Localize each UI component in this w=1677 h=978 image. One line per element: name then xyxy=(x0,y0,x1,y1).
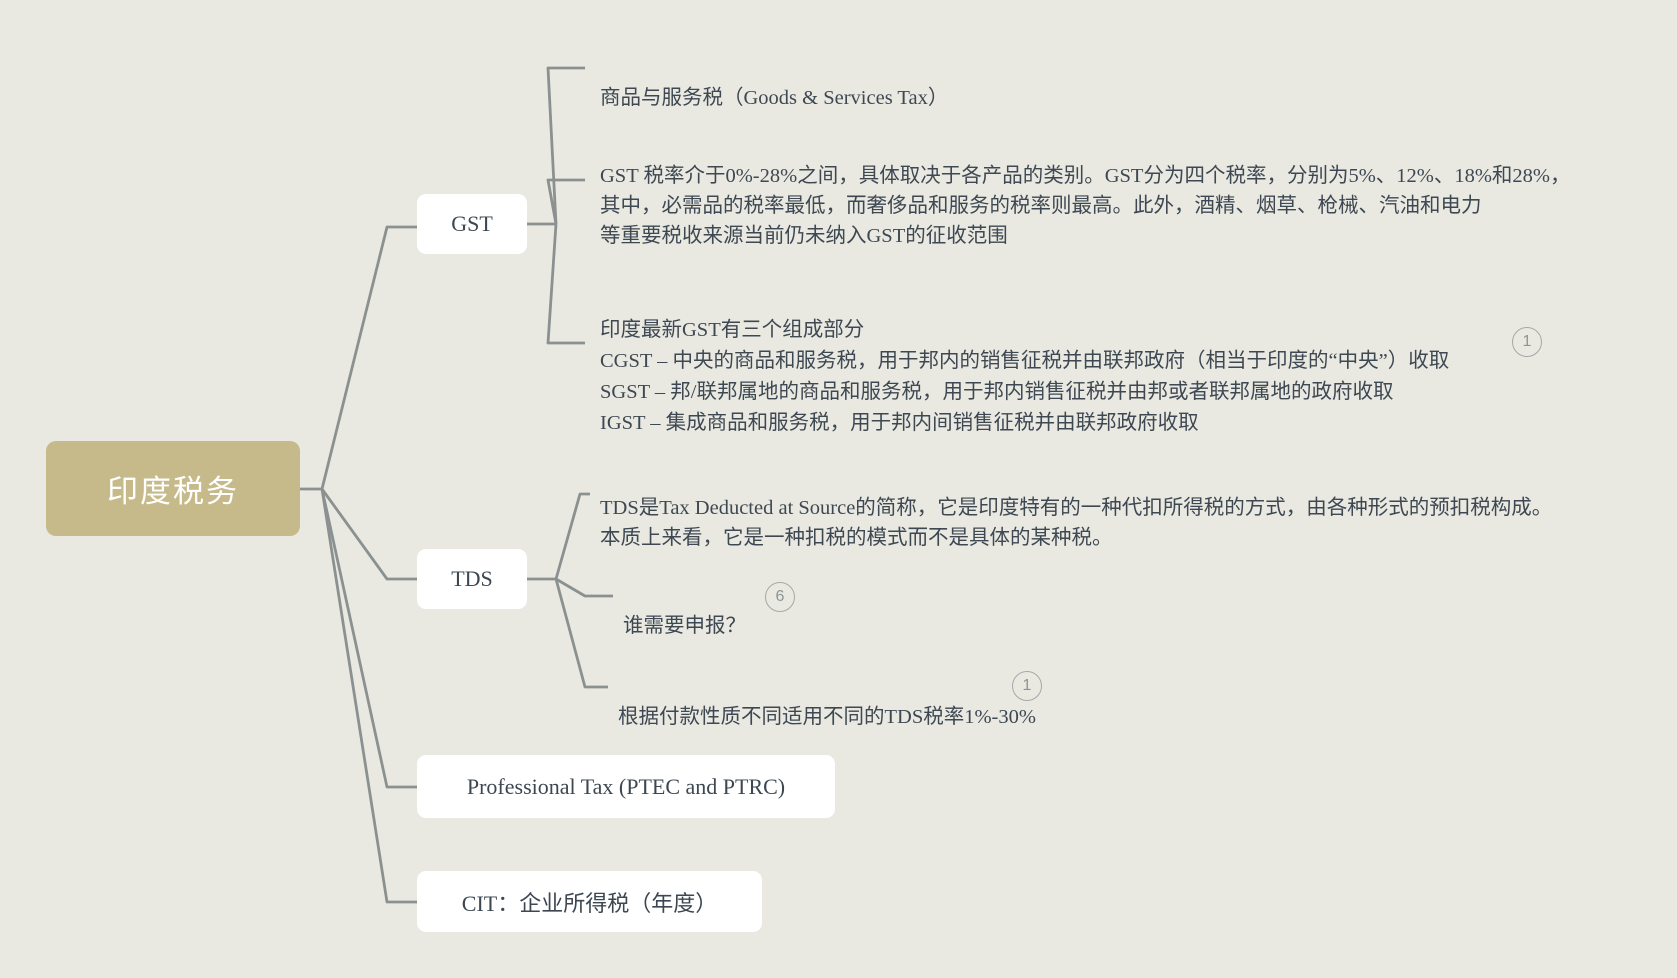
numeric-marker-badge[interactable]: 6 xyxy=(765,582,795,612)
leaf-text: 商品与服务税（Goods & Services Tax） xyxy=(600,87,949,109)
branch-node-label: GST xyxy=(451,211,493,236)
root-node-india-tax[interactable]: 印度税务 xyxy=(46,441,300,536)
leaf-text: 谁需要申报？ xyxy=(623,615,746,637)
connector-root-gst xyxy=(320,225,417,490)
leaf-text: 印度最新GST有三个组成部分 CGST – 中央的商品和服务税，用于邦内的销售征… xyxy=(600,319,1450,434)
root-node-label: 印度税务 xyxy=(107,474,239,509)
leaf-topic-goods-services-tax[interactable]: 商品与服务税（Goods & Services Tax） xyxy=(600,53,948,113)
numeric-marker-badge[interactable]: 1 xyxy=(1512,327,1542,357)
connector-gst-rates xyxy=(546,178,585,225)
leaf-topic-tds-rate-range[interactable]: 根据付款性质不同适用不同的TDS税率1%-30% xyxy=(618,672,1036,732)
leaf-text: GST 税率介于0%-28%之间，具体取决于各产品的类别。GST分为四个税率，分… xyxy=(600,165,1571,247)
badge-count: 6 xyxy=(775,588,785,605)
connector-tds-who xyxy=(555,577,613,598)
leaf-topic-gst-components[interactable]: 印度最新GST有三个组成部分 CGST – 中央的商品和服务税，用于邦内的销售征… xyxy=(600,284,1449,439)
badge-count: 1 xyxy=(1522,333,1532,350)
leaf-topic-who-must-file[interactable]: 谁需要申报？ xyxy=(623,581,746,641)
connector-root-ptax xyxy=(320,488,417,789)
branch-node-cit[interactable]: CIT：企业所得税（年度） xyxy=(417,871,762,932)
leaf-text: TDS是Tax Deducted at Source的简称，它是印度特有的一种代… xyxy=(600,497,1553,549)
branch-node-label: TDS xyxy=(451,566,493,591)
leaf-text: 根据付款性质不同适用不同的TDS税率1%-30% xyxy=(618,706,1036,728)
branch-node-label: CIT：企业所得税（年度） xyxy=(461,890,718,916)
branch-node-gst[interactable]: GST xyxy=(417,194,527,254)
leaf-topic-gst-rates[interactable]: GST 税率介于0%-28%之间，具体取决于各产品的类别。GST分为四个税率，分… xyxy=(600,131,1571,251)
connector-gst-parts xyxy=(546,223,585,345)
branch-node-professional-tax[interactable]: Professional Tax (PTEC and PTRC) xyxy=(417,755,835,818)
branch-node-label: Professional Tax (PTEC and PTRC) xyxy=(466,773,786,799)
connector-tds-def xyxy=(554,492,590,580)
badge-count: 1 xyxy=(1022,677,1032,694)
connector-tds-rate xyxy=(554,578,608,689)
connector-root-cit xyxy=(320,488,417,904)
leaf-topic-tds-definition[interactable]: TDS是Tax Deducted at Source的简称，它是印度特有的一种代… xyxy=(600,463,1552,553)
branch-node-tds[interactable]: TDS xyxy=(417,549,527,609)
connector-gst-goods xyxy=(546,66,585,225)
numeric-marker-badge[interactable]: 1 xyxy=(1012,671,1042,701)
connector-root-tds xyxy=(320,488,417,581)
